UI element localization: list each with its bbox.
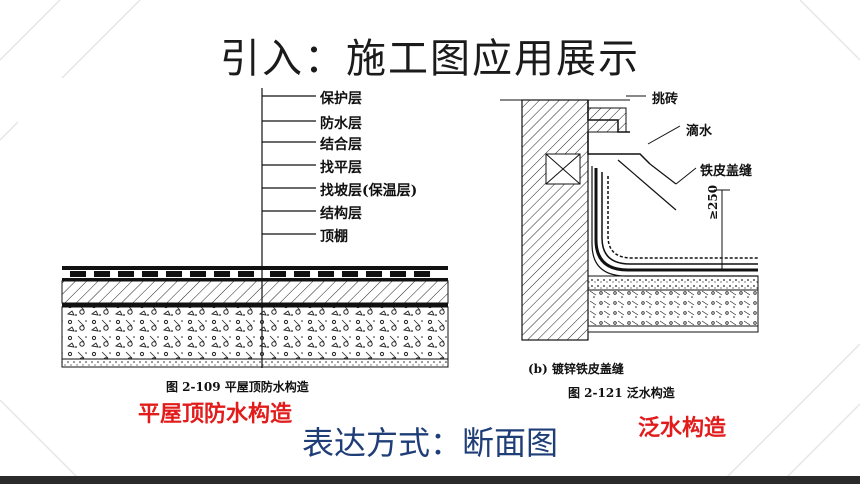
layer-label-leveling: 找平层	[320, 160, 362, 176]
flat-roof-section-figure	[18, 78, 488, 398]
layer-label-bonding: 结合层	[320, 137, 362, 153]
left-red-label: 平屋顶防水构造	[138, 402, 293, 427]
flat-roof-section-drawing	[61, 88, 449, 368]
right-sub-caption: (b) 镀锌铁皮盖缝	[528, 362, 624, 376]
label-drip: 滴水	[686, 124, 713, 139]
right-red-label: 泛水构造	[638, 416, 727, 441]
layer-label-waterproof: 防水层	[320, 116, 362, 132]
layer-label-slope-insulation: 找坡层(保温层)	[320, 183, 418, 199]
flashing-section-figure	[500, 80, 780, 410]
layer-label-protection: 保护层	[320, 91, 362, 107]
label-metal-cover: 铁皮盖缝	[700, 164, 753, 179]
flashing-section-drawing	[500, 95, 759, 341]
layer-label-structure: 结构层	[320, 206, 362, 222]
left-figure-caption: 图 2-109 平屋顶防水构造	[166, 380, 309, 394]
right-figure-caption: 图 2-121 泛水构造	[568, 386, 675, 400]
label-tile: 挑砖	[652, 92, 679, 107]
expression-caption: 表达方式：断面图	[301, 424, 558, 462]
layer-label-ceiling: 顶棚	[320, 229, 348, 245]
page-title: 引入：施工图应用展示	[220, 36, 640, 82]
label-height: ≥250	[706, 184, 720, 220]
